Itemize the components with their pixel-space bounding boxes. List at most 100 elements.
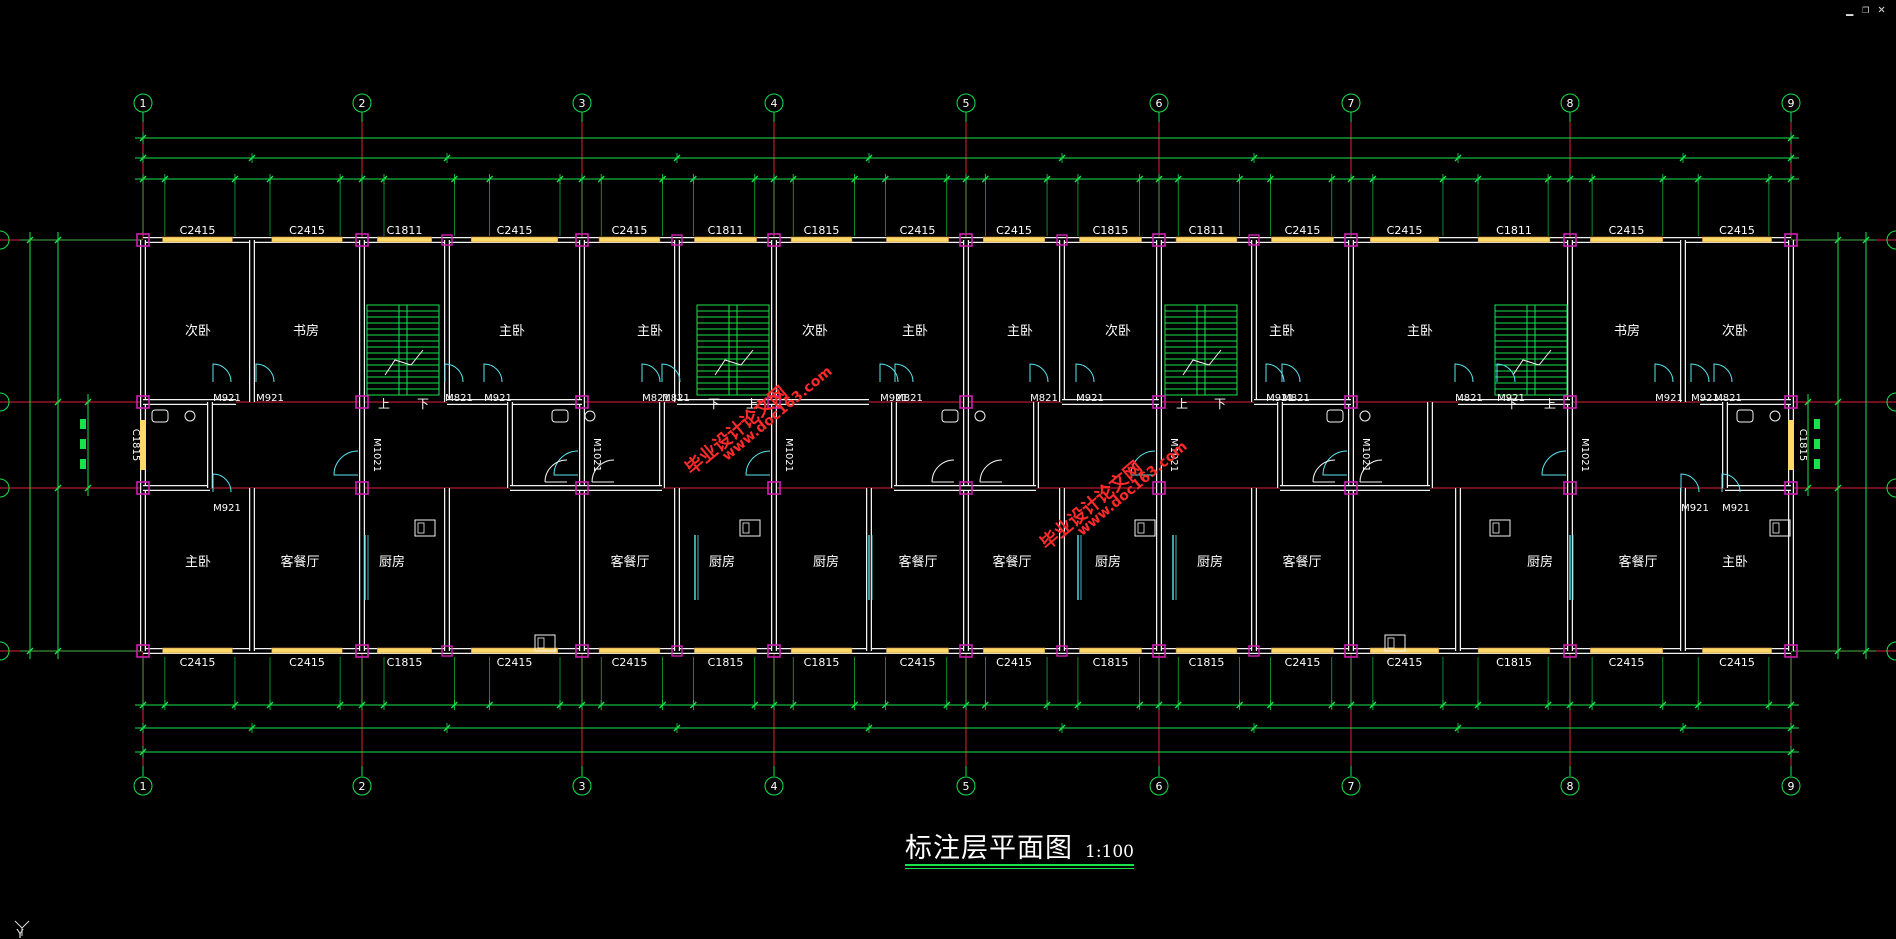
- window-label-top: C2415: [1609, 224, 1645, 237]
- window-bottom: [694, 647, 757, 654]
- window-label-top: C1811: [1189, 224, 1225, 237]
- room-label-top: 书房: [293, 323, 319, 339]
- door-swing: [483, 363, 503, 383]
- window-top: [1477, 236, 1551, 243]
- column: [1563, 395, 1577, 409]
- room-label-top: 主卧: [902, 324, 928, 339]
- window-top: [376, 236, 432, 243]
- column: [1784, 233, 1798, 247]
- window-bottom: [271, 647, 343, 654]
- fixture-shower: [544, 459, 568, 483]
- column: [767, 481, 781, 495]
- room-label-bottom: 主卧: [1722, 555, 1748, 570]
- dimension-tick: [1834, 484, 1842, 492]
- axis-label: 9: [1788, 97, 1795, 110]
- room-label-bottom: 主卧: [185, 555, 211, 570]
- window-label-bottom: C2415: [180, 656, 216, 669]
- watermark-line1: 毕业设计论文网: [1036, 456, 1147, 554]
- column: [1784, 481, 1798, 495]
- fixture-basin: [551, 409, 569, 423]
- fixture-basin: [941, 409, 959, 423]
- fixture-kitchen-bowl: [742, 522, 750, 534]
- fixture-toilet: [974, 410, 986, 422]
- stair-outline: [1164, 304, 1238, 396]
- room-label-top: 主卧: [1007, 324, 1033, 339]
- door-label: M921: [880, 393, 908, 404]
- window-bottom: [1079, 647, 1142, 654]
- ucs-label: Y: [15, 927, 24, 939]
- axis-bubble: [1886, 230, 1896, 250]
- dimension-marker: [80, 419, 86, 429]
- window-label-side: C1815: [130, 429, 141, 461]
- watermark-line2: www.doc163.com: [1074, 438, 1190, 539]
- column: [136, 481, 150, 495]
- axis-label: 5: [963, 780, 970, 793]
- column: [1344, 644, 1358, 658]
- window-label-top: C2415: [289, 224, 325, 237]
- axis-bubble: [0, 230, 10, 250]
- axis-bubble: [764, 776, 784, 796]
- door-swing: [553, 450, 579, 476]
- axis-bubble: [956, 776, 976, 796]
- close-icon[interactable]: ✕: [1878, 2, 1886, 16]
- door-label: M921: [1266, 393, 1294, 404]
- room-label-top: 次卧: [802, 323, 828, 339]
- axis-bubble: [1560, 776, 1580, 796]
- column: [1056, 234, 1068, 246]
- window-side: [1788, 420, 1794, 470]
- window-bottom: [1477, 647, 1551, 654]
- window-label-side: C1815: [1797, 429, 1808, 461]
- window-label-top: C1811: [708, 224, 744, 237]
- fixture-shower: [931, 459, 955, 483]
- axis-label: 6: [1156, 97, 1163, 110]
- stair-label: 上: [1176, 397, 1188, 411]
- door-swing: [212, 473, 232, 493]
- window-label-top: C2415: [1285, 224, 1321, 237]
- column: [575, 481, 589, 495]
- axis-label: 2: [359, 97, 366, 110]
- column: [1344, 481, 1358, 495]
- window-top: [271, 236, 343, 243]
- room-label-bottom: 客餐厅: [280, 554, 319, 570]
- door-label: M921: [213, 393, 241, 404]
- column: [671, 645, 683, 657]
- minimize-icon[interactable]: ▁: [1846, 2, 1854, 16]
- column: [575, 395, 589, 409]
- window-bottom: [1702, 647, 1772, 654]
- window-bottom: [1590, 647, 1663, 654]
- room-label-bottom: 厨房: [709, 554, 735, 570]
- fixture-kitchen-bowl: [1387, 637, 1395, 649]
- column: [767, 644, 781, 658]
- window-label-bottom: C1815: [804, 656, 840, 669]
- dimension-marker: [80, 459, 86, 469]
- window-label-top: C1811: [1496, 224, 1532, 237]
- window-bottom: [1175, 647, 1238, 654]
- window-bottom: [376, 647, 432, 654]
- window-label-bottom: C2415: [612, 656, 648, 669]
- window-top: [694, 236, 757, 243]
- column: [767, 395, 781, 409]
- window-bottom: [162, 647, 233, 654]
- fixtures: [151, 409, 1791, 652]
- restore-icon[interactable]: ❐: [1862, 2, 1870, 16]
- window-top: [982, 236, 1046, 243]
- axis-bubble: [1149, 776, 1169, 796]
- fixture-kitchen: [1384, 634, 1406, 652]
- fixture-kitchen: [414, 519, 436, 537]
- fixture-shower: [1359, 459, 1383, 483]
- fixture-kitchen: [1769, 519, 1791, 537]
- axis-bubble: [0, 392, 10, 412]
- room-label-bottom: 厨房: [1197, 554, 1223, 570]
- column: [1563, 481, 1577, 495]
- door-label: M921: [1076, 393, 1104, 404]
- window-top: [470, 236, 558, 243]
- axis-label: 1: [140, 97, 147, 110]
- axis-label: 1: [140, 780, 147, 793]
- room-label-top: 主卧: [1407, 324, 1433, 339]
- window-top: [1590, 236, 1663, 243]
- door-label-vertical: M1021: [1579, 438, 1590, 472]
- window-top: [1175, 236, 1238, 243]
- door-label: M921: [256, 393, 284, 404]
